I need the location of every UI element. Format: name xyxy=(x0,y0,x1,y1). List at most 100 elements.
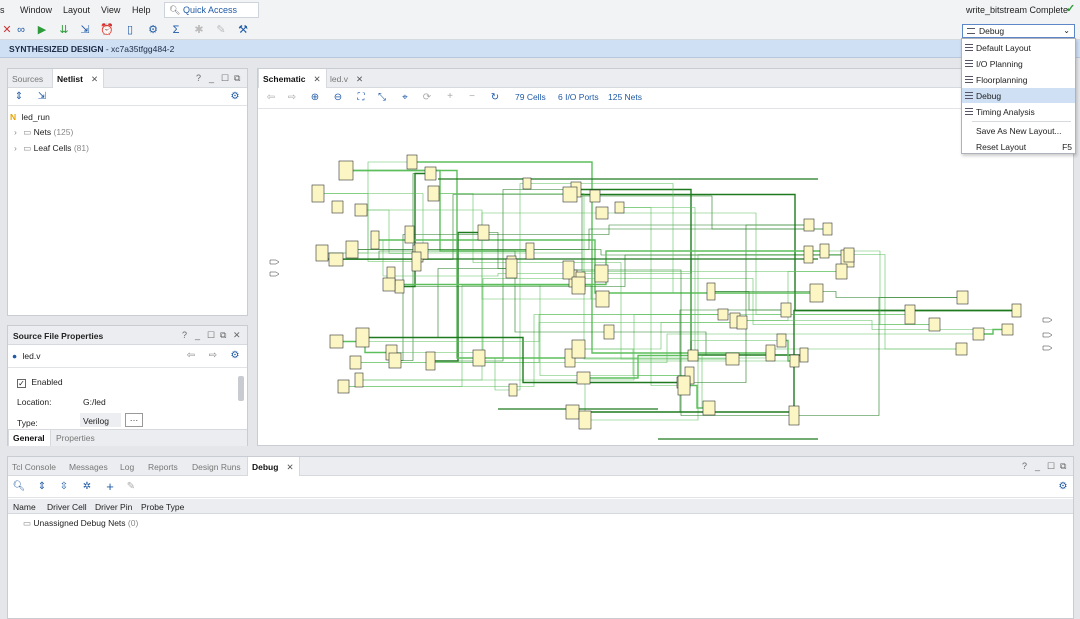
schematic-cell[interactable] xyxy=(765,344,776,362)
schematic-cell[interactable] xyxy=(803,245,814,264)
program-device-icon[interactable]: ⇲ xyxy=(80,24,90,36)
schematic-cell[interactable] xyxy=(736,315,748,330)
schematic-cell[interactable] xyxy=(311,184,325,203)
schematic-cell[interactable] xyxy=(472,349,486,367)
zoom-area-icon[interactable]: ⤡ xyxy=(378,92,386,103)
checkbox-icon[interactable]: ✓ xyxy=(17,379,26,388)
schematic-cell[interactable] xyxy=(725,352,740,366)
add-icon[interactable]: + xyxy=(106,479,114,494)
tab-sources[interactable]: Sources xyxy=(12,74,44,84)
schematic-cell[interactable] xyxy=(382,277,396,292)
schematic-cell[interactable] xyxy=(594,264,609,283)
layout-option-debug[interactable]: Debug xyxy=(962,88,1075,103)
schematic-cell[interactable] xyxy=(589,189,601,203)
schematic-cell[interactable] xyxy=(349,355,362,370)
refresh-icon[interactable]: ↻ xyxy=(490,92,500,103)
schematic-input-port[interactable] xyxy=(269,271,280,277)
gear-icon[interactable]: ⚙ xyxy=(230,91,240,102)
bug-icon[interactable]: ✲ xyxy=(82,481,92,492)
schematic-cell[interactable] xyxy=(404,225,415,244)
search-icon[interactable]: 🔍︎ xyxy=(12,481,26,492)
collapse-all-icon[interactable]: ⇕ xyxy=(37,481,47,492)
schematic-cell[interactable] xyxy=(315,244,329,262)
schematic-cell[interactable] xyxy=(525,242,535,260)
schematic-cell[interactable] xyxy=(477,224,490,241)
schematic-cell[interactable] xyxy=(505,258,518,279)
cells-count-link[interactable]: 79 Cells xyxy=(515,92,546,102)
schematic-cell[interactable] xyxy=(337,379,350,394)
schematic-cell[interactable] xyxy=(354,372,364,388)
zoom-out-icon[interactable]: ⊖ xyxy=(333,92,343,103)
save-as-new-layout[interactable]: Save As New Layout... xyxy=(976,126,1062,136)
schematic-cell[interactable] xyxy=(835,263,848,280)
enabled-checkbox[interactable]: ✓ Enabled xyxy=(17,377,63,388)
zoom-in-icon[interactable]: ⊕ xyxy=(310,92,320,103)
schematic-cell[interactable] xyxy=(425,351,436,371)
expand-all-icon[interactable]: ⇳ xyxy=(59,481,69,492)
table-row[interactable]: ▭ Unassigned Debug Nets (0) xyxy=(23,518,138,529)
schematic-cell[interactable] xyxy=(819,243,830,259)
sigma-icon[interactable]: Σ xyxy=(172,24,180,36)
schematic-cell[interactable] xyxy=(687,349,699,362)
layout-option-default[interactable]: Default Layout xyxy=(962,40,1075,55)
tree-item-leaf-cells[interactable]: › ▭ Leaf Cells (81) xyxy=(14,143,89,154)
schematic-cell[interactable] xyxy=(508,383,518,397)
schematic-cell[interactable] xyxy=(1011,303,1022,318)
io-ports-count-link[interactable]: 6 I/O Ports xyxy=(558,92,599,102)
schematic-cell[interactable] xyxy=(702,400,716,416)
tab-tcl-console[interactable]: Tcl Console xyxy=(12,462,56,472)
tab-general[interactable]: General xyxy=(8,430,51,446)
tab-led-v[interactable]: led.v✕ xyxy=(326,69,368,88)
nets-count-link[interactable]: 125 Nets xyxy=(608,92,643,102)
schematic-cell[interactable] xyxy=(354,203,368,217)
schematic-cell[interactable] xyxy=(822,222,833,236)
gear-icon[interactable]: ⚙ xyxy=(1058,481,1068,492)
schematic-cell[interactable] xyxy=(562,260,575,280)
back-arrow-icon[interactable]: ⇦ xyxy=(186,350,196,361)
crosshair-icon[interactable]: ⌖ xyxy=(402,92,408,103)
close-icon[interactable]: ✕ xyxy=(355,74,364,84)
quick-access-search[interactable]: 🔍︎ Quick Access xyxy=(164,2,259,18)
schematic-cell[interactable] xyxy=(928,317,941,332)
menu-window[interactable]: Window xyxy=(20,5,53,15)
column-name[interactable]: Name xyxy=(13,502,36,512)
schematic-cell[interactable] xyxy=(370,230,380,250)
binoculars-icon[interactable]: ∞ xyxy=(17,24,25,36)
float-icon[interactable]: ⧉ xyxy=(234,73,241,83)
alarm-icon[interactable]: ⏰ xyxy=(100,24,114,36)
layout-select[interactable]: Debug ⌄ xyxy=(962,24,1075,38)
close-icon[interactable]: ✕ xyxy=(233,330,241,340)
tab-reports[interactable]: Reports xyxy=(148,462,178,472)
forward-arrow-icon[interactable]: ⇨ xyxy=(208,350,218,361)
menu-view[interactable]: View xyxy=(101,5,121,15)
tree-root[interactable]: N led_run xyxy=(10,112,50,122)
close-icon[interactable]: ✕ xyxy=(2,24,12,36)
schematic-cell[interactable] xyxy=(956,290,969,305)
collapse-all-icon[interactable]: ⇕ xyxy=(14,91,24,102)
schematic-cell[interactable] xyxy=(1001,323,1014,336)
schematic-cell[interactable] xyxy=(776,333,787,348)
layout-option-floorplanning[interactable]: Floorplanning xyxy=(962,72,1075,87)
menu-help[interactable]: Help xyxy=(132,5,151,15)
schematic-cell[interactable] xyxy=(562,186,578,203)
tab-debug[interactable]: Debug✕ xyxy=(247,457,300,476)
tab-log[interactable]: Log xyxy=(120,462,135,472)
schematic-cell[interactable] xyxy=(329,334,344,349)
chevron-right-icon[interactable]: › xyxy=(14,143,17,153)
close-icon[interactable]: ✕ xyxy=(313,74,321,84)
maximize-icon[interactable]: ☐ xyxy=(221,73,230,83)
schematic-cell[interactable] xyxy=(789,354,800,368)
help-icon[interactable]: ? xyxy=(196,73,202,83)
tab-messages[interactable]: Messages xyxy=(69,462,108,472)
schematic-cell[interactable] xyxy=(843,247,855,263)
schematic-cell[interactable] xyxy=(578,410,592,430)
schematic-cell[interactable] xyxy=(904,304,916,325)
more-button[interactable]: ··· xyxy=(125,413,143,427)
step-icon[interactable]: ⇊ xyxy=(59,24,69,36)
schematic-output-port[interactable] xyxy=(1042,345,1053,351)
float-icon[interactable]: ⧉ xyxy=(220,330,227,340)
schematic-cell[interactable] xyxy=(345,240,359,259)
schematic-cell[interactable] xyxy=(717,308,729,321)
schematic-output-port[interactable] xyxy=(1042,317,1053,323)
